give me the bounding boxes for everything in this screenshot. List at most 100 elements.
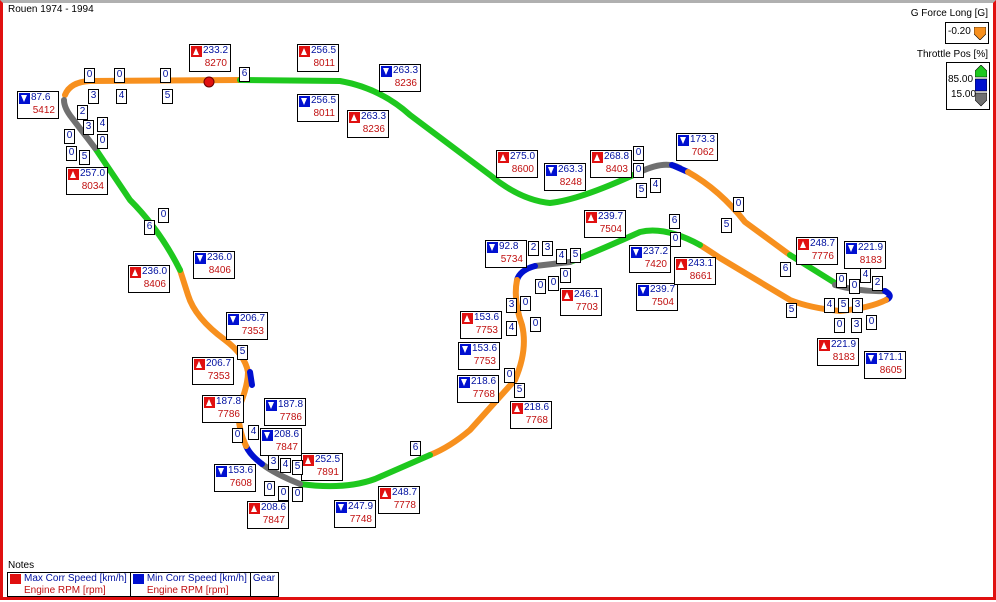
gear-marker: 6 [669,214,680,229]
engine-rpm: 7847 [275,442,298,453]
engine-rpm: 7768 [525,415,548,426]
engine-rpm: 7504 [651,297,674,308]
max-triangle-icon [191,46,202,57]
engine-rpm: 7786 [279,412,302,423]
track-segment [685,169,793,258]
gear-marker: 0 [292,487,303,502]
engine-rpm: 7786 [217,409,240,420]
track-segment [237,77,643,206]
gear-marker: 0 [836,273,847,288]
corner-speed: 243.1 [688,258,714,269]
engine-rpm: 8248 [559,177,582,188]
max-corner-speed-note: 243.1 8661 [674,257,716,285]
engine-rpm: 7768 [472,389,495,400]
gear-marker: 3 [506,298,517,313]
min-corner-speed-note: 256.5 8011 [297,94,339,122]
gear-marker: 0 [866,315,877,330]
gear-marker: 3 [88,89,99,104]
min-corner-speed-note: 239.7 7504 [636,283,678,311]
notes-gear-cell: Gear [251,573,278,596]
gear-marker: 3 [542,241,553,256]
min-triangle-icon [299,96,310,107]
notes-min-cell: Min Corr Speed [km/h] Engine RPM [rpm] [131,573,251,596]
track-title: Rouen 1974 - 1994 [8,4,94,15]
max-triangle-icon [592,152,603,163]
max-triangle-icon [462,313,473,324]
min-triangle-icon [195,253,206,264]
max-triangle-icon [380,488,391,499]
engine-rpm: 5412 [32,105,55,116]
gear-marker: 4 [248,425,259,440]
gear-marker: 0 [504,368,515,383]
engine-rpm: 7504 [599,224,622,235]
engine-rpm: 8661 [689,271,712,282]
min-triangle-icon [459,377,470,388]
gear-marker: 5 [636,183,647,198]
max-triangle-icon [586,212,597,223]
gear-marker: 0 [633,163,644,178]
engine-rpm: 7776 [811,251,834,262]
corner-speed: 218.6 [524,402,550,413]
corner-speed: 263.3 [558,164,584,175]
max-triangle-icon [249,503,260,514]
max-triangle-icon [303,455,314,466]
gear-marker: 4 [824,298,835,313]
engine-rpm: 7847 [262,515,285,526]
corner-speed: 221.9 [831,339,857,350]
gear-marker: 5 [786,303,797,318]
max-triangle-icon [676,259,687,270]
corner-speed: 153.6 [474,312,500,323]
gear-marker: 0 [232,428,243,443]
engine-rpm: 8236 [362,124,385,135]
gear-marker: 2 [528,241,539,256]
corner-speed: 153.6 [228,465,254,476]
engine-rpm: 7353 [241,326,264,337]
corner-speed: 208.6 [274,429,300,440]
gforce-value: -0.20 [948,26,971,37]
gear-marker: 6 [780,262,791,277]
corner-speed: 171.1 [878,352,904,363]
gear-marker: 4 [556,249,567,264]
notes-min-label: Min Corr Speed [km/h] [146,573,247,584]
gforce-legend-title: G Force Long [G] [910,8,988,19]
min-triangle-icon [132,574,144,584]
min-triangle-icon [216,466,227,477]
gear-marker: 4 [97,117,108,132]
min-triangle-icon [266,400,277,411]
corner-speed: 256.5 [311,95,337,106]
min-corner-speed-note: 263.3 8248 [544,163,586,191]
throttle-low: 15.00 [951,89,977,100]
gear-marker: 4 [116,89,127,104]
gear-marker: 2 [872,276,883,291]
gear-marker: 6 [144,220,155,235]
gear-marker: 0 [160,68,171,83]
corner-speed: 239.7 [650,284,676,295]
max-triangle-icon [819,340,830,351]
engine-rpm: 8183 [832,352,855,363]
corner-speed: 236.0 [142,266,168,277]
engine-rpm: 7778 [393,500,416,511]
engine-rpm: 8034 [81,181,104,192]
engine-rpm: 7062 [691,147,714,158]
gear-marker: 4 [506,321,517,336]
max-triangle-icon [299,46,310,57]
track-segment [247,369,255,388]
min-triangle-icon [866,353,877,364]
corner-speed: 92.8 [499,241,519,252]
gear-marker: 4 [280,458,291,473]
max-corner-speed-note: 221.9 8183 [817,338,859,366]
engine-rpm: 8183 [859,255,882,266]
engine-rpm: 8011 [313,108,335,119]
gear-marker: 0 [66,146,77,161]
max-triangle-icon [562,290,573,301]
notes-legend: Max Corr Speed [km/h] Engine RPM [rpm] M… [7,572,280,597]
